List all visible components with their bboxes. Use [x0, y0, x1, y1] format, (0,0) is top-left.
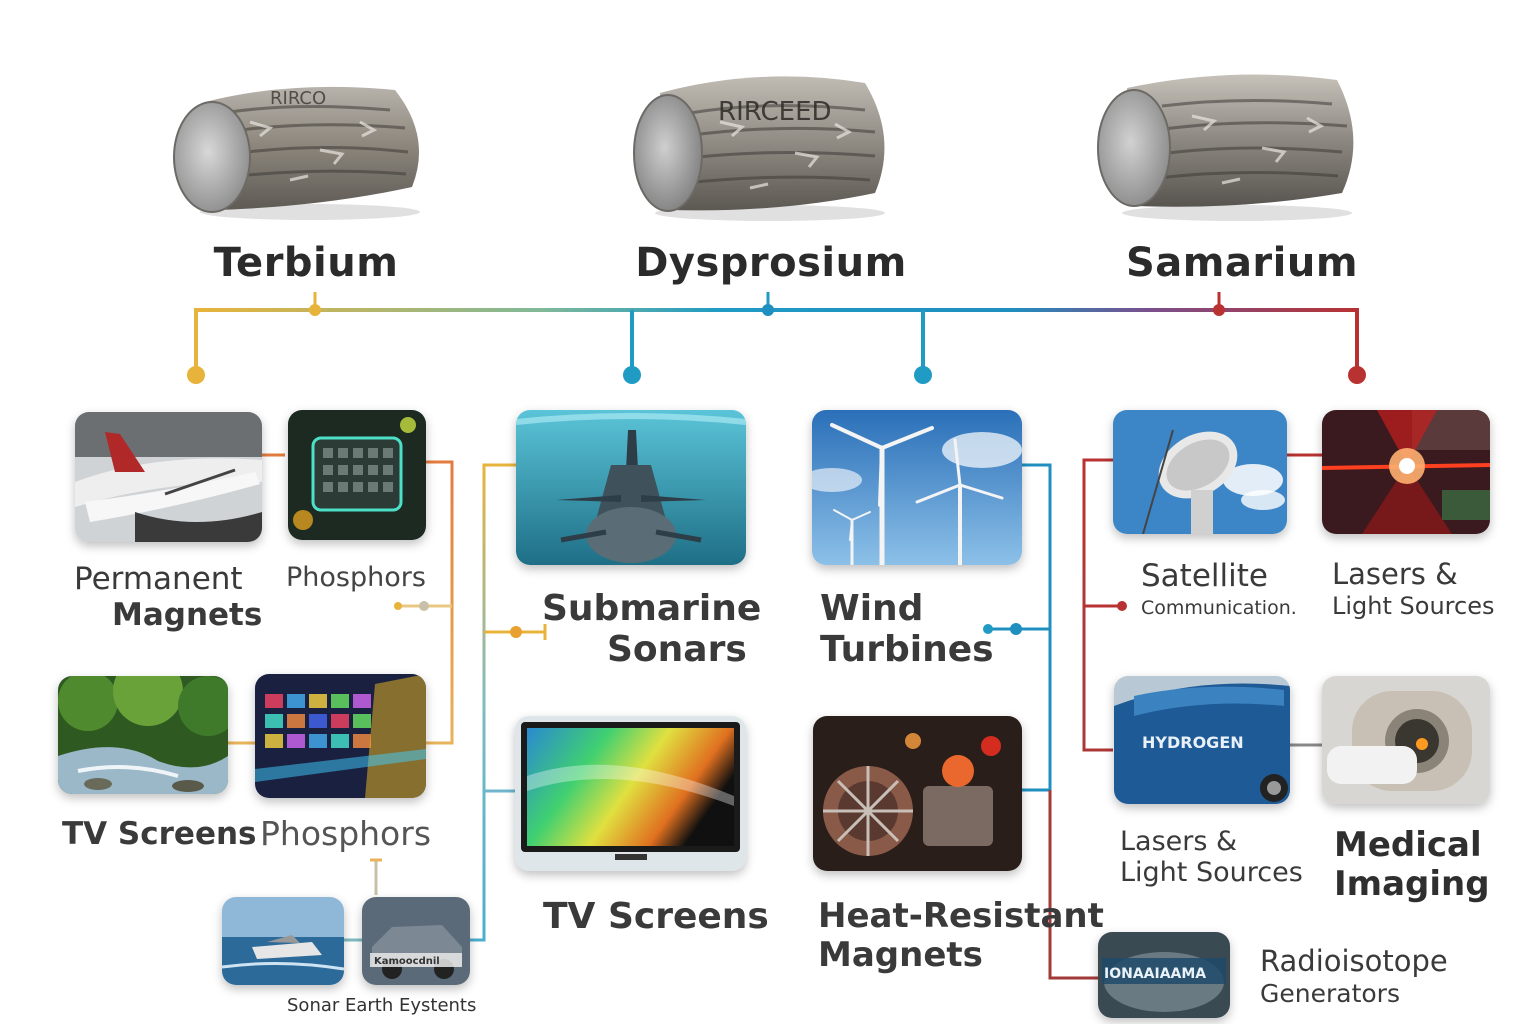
satellite-dish-icon	[1113, 410, 1287, 534]
label-sonar-systems: Sonar Earth Eystents	[287, 995, 477, 1016]
wind-turbine-icon	[812, 410, 1022, 565]
vehicle-engraving: Kamoocdnil	[374, 956, 440, 967]
boat-icon	[222, 897, 344, 985]
wind-turbines-line1: Wind	[820, 588, 924, 629]
label-satellite-communication: Satellite Communication.	[1141, 558, 1297, 619]
motor-icon	[813, 716, 1022, 871]
medical-imaging-line1: Medical	[1334, 825, 1482, 865]
label-heat-resistant-magnets: Heat-Resistant Magnets	[818, 896, 1104, 976]
satellite-communication-line2: Communication.	[1141, 596, 1297, 619]
label-tv-screens-center: TV Screens	[543, 896, 769, 937]
submarine-sonars-line1: Submarine	[542, 588, 762, 629]
label-phosphors-top: Phosphors	[286, 562, 426, 593]
lasers-top-line1: Lasers &	[1332, 557, 1458, 591]
terbium-engraving: RIRCO	[270, 88, 326, 109]
label-lasers-bottom: Lasers & Light Sources	[1120, 826, 1303, 888]
hydrogen-car-icon: HYDROGEN	[1114, 676, 1290, 804]
dysprosium-ingot: RIRCEED	[630, 58, 900, 223]
radioisotope-generators-line2: Generators	[1260, 979, 1400, 1009]
circuit-chip-icon	[288, 410, 426, 540]
vehicle-icon: Kamoocdnil	[362, 897, 470, 985]
element-name-terbium: Terbium	[213, 240, 399, 286]
label-lasers-top: Lasers & Light Sources	[1332, 557, 1495, 621]
generator-engraving: IONAAIAAMA	[1104, 966, 1206, 982]
label-medical-imaging: Medical Imaging	[1334, 825, 1490, 905]
lasers-bottom-line2: Light Sources	[1120, 857, 1303, 889]
samarium-ingot	[1092, 58, 1367, 223]
medical-imaging-line2: Imaging	[1334, 864, 1490, 905]
terbium-ingot: RIRCO	[170, 62, 435, 222]
pixel-grid-icon	[255, 674, 426, 798]
laser-icon	[1322, 410, 1490, 534]
element-name-samarium: Samarium	[1125, 240, 1359, 286]
mri-scanner-icon	[1322, 676, 1490, 804]
label-phosphors-bottom: Phosphors	[260, 814, 432, 853]
radioisotope-generators-line1: Radioisotope	[1260, 944, 1448, 978]
heat-resistant-magnets-line1: Heat-Resistant	[818, 896, 1104, 936]
tv-icon	[515, 716, 746, 871]
satellite-communication-line1: Satellite	[1141, 558, 1268, 594]
lasers-bottom-line1: Lasers &	[1120, 826, 1238, 857]
forest-stream-icon	[58, 676, 228, 794]
permanent-magnets-line1: Permanent	[74, 561, 243, 597]
lasers-top-line2: Light Sources	[1332, 592, 1495, 621]
wind-turbines-line2: Turbines	[820, 629, 994, 671]
submarine-icon	[516, 410, 746, 565]
label-permanent-magnets: Permanent Magnets	[74, 561, 263, 633]
label-tv-screens-left: TV Screens	[62, 816, 257, 852]
heat-resistant-magnets-line2: Magnets	[818, 935, 983, 976]
permanent-magnets-line2: Magnets	[112, 596, 263, 633]
hydrogen-engraving: HYDROGEN	[1142, 733, 1244, 752]
element-name-dysprosium: Dysprosium	[635, 240, 907, 286]
dysprosium-engraving: RIRCEED	[718, 97, 832, 127]
submarine-sonars-line2: Sonars	[607, 629, 747, 671]
label-radioisotope-generators: Radioisotope Generators	[1260, 944, 1448, 1009]
airplane-icon	[75, 412, 262, 542]
generator-icon: IONAAIAAMA	[1098, 932, 1230, 1018]
label-wind-turbines: Wind Turbines	[820, 588, 994, 671]
label-submarine-sonars: Submarine Sonars	[542, 588, 761, 671]
